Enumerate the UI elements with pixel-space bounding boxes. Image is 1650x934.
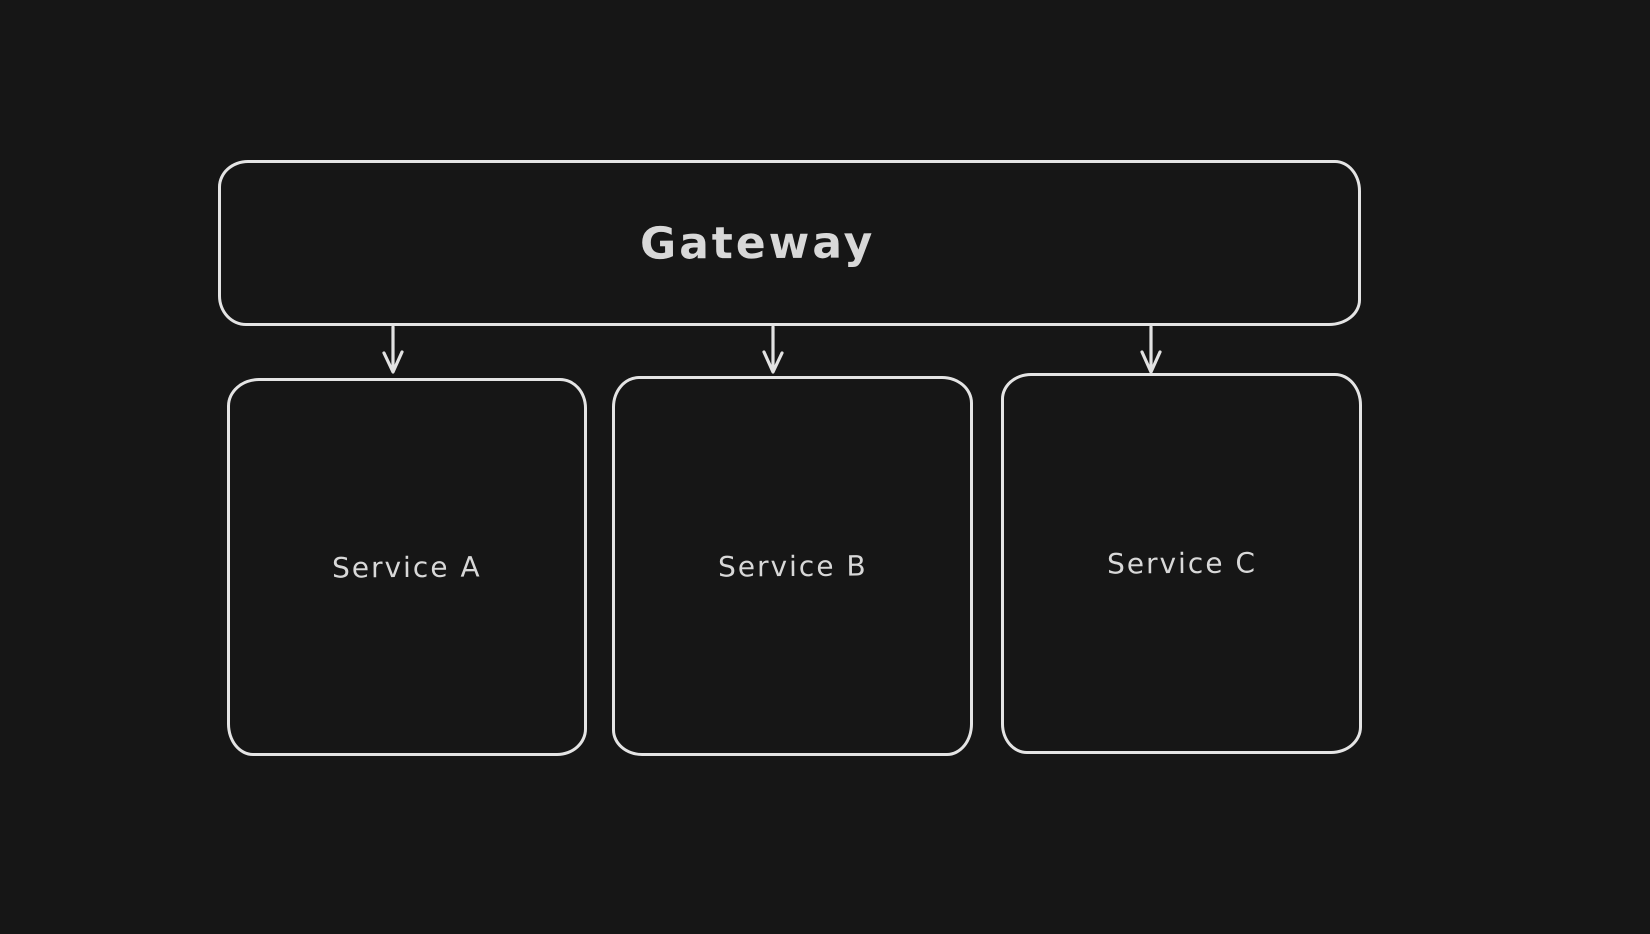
node-service-a[interactable]: Service A — [227, 378, 587, 756]
node-service-b-label: Service B — [717, 548, 868, 584]
arrow-gateway-to-service-a[interactable] — [382, 325, 404, 374]
node-gateway-label: Gateway — [639, 216, 876, 270]
node-service-c-label: Service C — [1106, 546, 1257, 581]
node-service-b[interactable]: Service B — [612, 376, 973, 756]
arrow-gateway-to-service-c[interactable] — [1140, 325, 1162, 374]
node-service-c[interactable]: Service C — [1001, 373, 1362, 754]
node-gateway[interactable]: Gateway — [218, 160, 1361, 326]
node-service-a-label: Service A — [332, 549, 482, 585]
arrow-gateway-to-service-b[interactable] — [762, 325, 784, 374]
